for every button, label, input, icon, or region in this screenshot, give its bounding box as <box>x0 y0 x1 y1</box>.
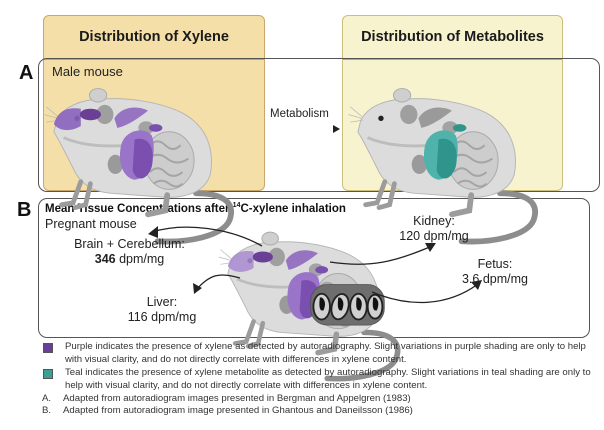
concentration-value: 116 <box>127 310 148 324</box>
male-mouse-xylene-illustration <box>44 89 231 242</box>
tissue-name: Liver: <box>146 295 178 309</box>
section-b-letter: B <box>17 199 32 221</box>
brain-purple <box>79 108 101 121</box>
concentration-unit: dpm/mg <box>420 229 469 243</box>
kidney-concentration-label: Kidney: 120 dpm/mg <box>394 214 474 244</box>
fetus-arrowhead-icon <box>471 280 482 290</box>
kidney-arrowhead-icon <box>425 243 436 252</box>
title-superscript: 14 <box>232 202 241 209</box>
concentration-value: 120 <box>399 229 421 243</box>
legend-item-purple: Purple indicates the presence of xylene … <box>40 341 600 366</box>
kidney-leader-line <box>329 245 433 265</box>
section-a-frame <box>38 58 600 192</box>
legend-item-teal: Teal indicates the presence of xylene me… <box>40 367 600 392</box>
liver-arrowhead-icon <box>193 283 202 294</box>
brain-region-purple <box>53 108 81 131</box>
reference-letter: A. <box>42 393 52 404</box>
reference-text: Adapted from autoradiogram image present… <box>63 405 413 416</box>
tissue-name: Kidney: <box>413 214 455 228</box>
male-mouse-label: Male mouse <box>52 64 123 79</box>
concentration-unit: dpm/mg <box>147 310 197 324</box>
legend-text: Purple indicates the presence of xylene … <box>65 341 586 365</box>
purple-swatch <box>43 343 53 353</box>
brain-arrowhead-icon <box>148 226 158 238</box>
panel-divider <box>44 59 264 60</box>
liver-purple <box>132 138 153 179</box>
section-a-letter: A <box>19 62 34 84</box>
section-b-frame <box>38 198 590 338</box>
pregnant-mouse-label: Pregnant mouse <box>45 217 137 231</box>
fetus-leader-line <box>371 283 479 304</box>
liver-teal <box>436 138 457 179</box>
liver-leader-line <box>195 274 241 291</box>
spine-region-gray <box>418 107 452 128</box>
spine-region-purple <box>114 107 148 128</box>
xylene-panel-title: Distribution of Xylene <box>79 29 229 45</box>
concentration-unit: dpm/mg <box>479 272 529 286</box>
title-prefix: Mean Tissue Concentrations after <box>45 202 233 215</box>
legend-text: Teal indicates the presence of xylene me… <box>65 367 591 391</box>
reference-letter: B. <box>42 405 52 416</box>
title-suffix: C-xylene inhalation <box>240 202 346 215</box>
pregnant-mouse-illustration <box>219 232 398 379</box>
cerebellum-purple <box>252 251 273 263</box>
reference-text: Adapted from autoradiogram images presen… <box>63 393 411 404</box>
brain-concentration-label: Brain + Cerebellum: 346 dpm/mg <box>72 237 187 267</box>
metabolism-arrow-label: Metabolism <box>270 108 329 120</box>
brain-leader-line <box>151 226 263 247</box>
kidney-teal <box>452 124 467 132</box>
arrowhead-icon <box>333 125 340 133</box>
panel-divider <box>343 59 562 60</box>
tissue-name: Fetus: <box>477 257 513 271</box>
fetus-concentration-label: Fetus: 3.6 dpm/mg <box>455 257 535 287</box>
tissue-name: Brain + Cerebellum: <box>74 237 185 251</box>
brain-region-purple <box>227 250 254 272</box>
reference-b: B. Adapted from autoradiogram image prese… <box>40 405 413 416</box>
liver-concentration-label: Liver: 116 dpm/mg <box>122 295 202 325</box>
kidney-purple <box>148 124 163 132</box>
concentration-value: 3.6 <box>461 272 480 286</box>
kidney-purple <box>315 266 329 274</box>
concentration-unit: dpm/mg <box>115 252 165 266</box>
spine-region-purple <box>285 250 318 270</box>
teal-swatch <box>43 369 53 379</box>
reference-a: A. Adapted from autoradiogram images pres… <box>40 393 411 404</box>
concentration-value: 346 <box>94 252 116 266</box>
metabolites-panel-title: Distribution of Metabolites <box>361 29 544 45</box>
male-mouse-metabolites-illustration <box>348 89 535 242</box>
section-b-title: Mean Tissue Concentrations after 14C-xyl… <box>45 202 346 215</box>
